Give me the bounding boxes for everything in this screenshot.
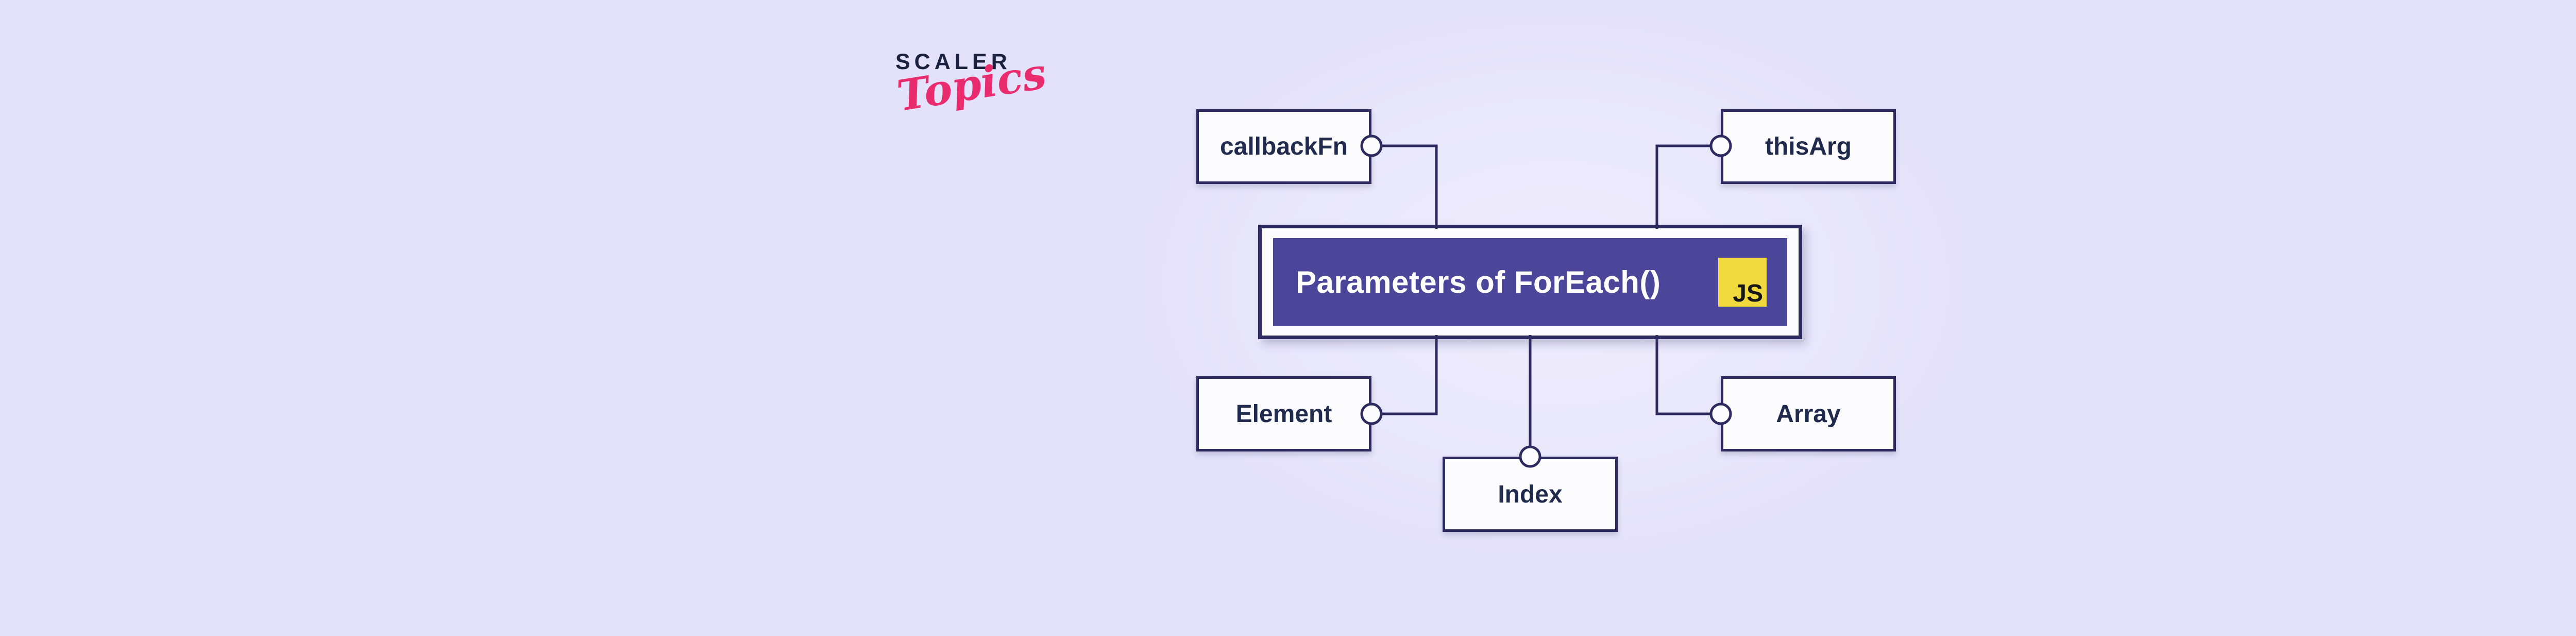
node-element-label: Element — [1235, 400, 1332, 428]
scaler-topics-logo: SCALER Topics — [894, 49, 1049, 121]
node-index: Index — [1443, 457, 1618, 532]
node-element: Element — [1196, 376, 1371, 451]
javascript-logo-label: JS — [1733, 279, 1763, 307]
node-array: Array — [1721, 376, 1896, 451]
node-callbackfn: callbackFn — [1196, 109, 1371, 184]
javascript-logo-icon: JS — [1718, 257, 1767, 307]
node-thisarg: thisArg — [1721, 109, 1896, 184]
central-title: Parameters of ForEach() — [1296, 264, 1661, 299]
node-callbackfn-label: callbackFn — [1219, 133, 1348, 160]
node-index-label: Index — [1498, 480, 1563, 508]
central-parameters-box: Parameters of ForEach() JS — [1258, 225, 1802, 339]
node-array-label: Array — [1776, 400, 1841, 428]
node-thisarg-label: thisArg — [1765, 133, 1852, 160]
central-purple-panel: Parameters of ForEach() JS — [1273, 238, 1787, 326]
logo-brand-text: SCALER — [895, 49, 1011, 74]
